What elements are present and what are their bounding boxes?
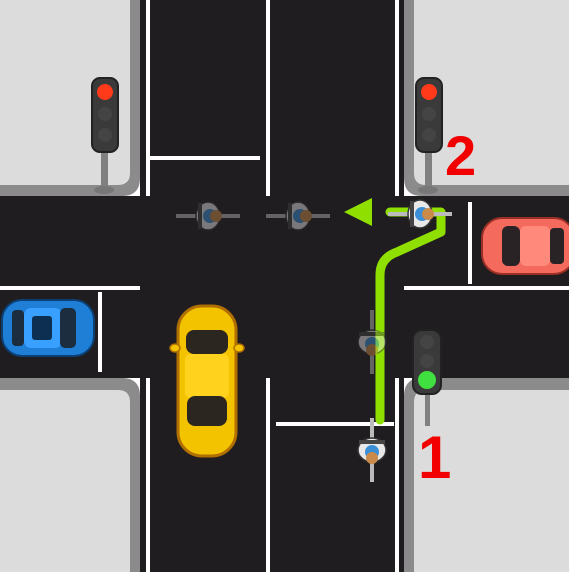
car-rear-window — [550, 228, 564, 264]
blue-car — [1, 299, 95, 357]
position-label-1: 1 — [418, 424, 451, 491]
arrow-head-icon — [344, 198, 372, 226]
traffic-light-pole — [425, 392, 430, 426]
sidewalk-bottom-right — [414, 390, 569, 572]
green-lamp — [422, 128, 436, 142]
path-line — [375, 207, 446, 425]
position-label-2: 2 — [445, 124, 476, 187]
yellow-taxi — [169, 304, 245, 458]
red-car — [481, 217, 569, 275]
red-lamp-lit — [421, 84, 437, 100]
green-lamp-lit — [418, 371, 436, 389]
sidewalk-bottom-left — [0, 390, 130, 572]
traffic-light-lower-right — [412, 329, 442, 426]
car-rear-window — [187, 396, 227, 426]
car-roof — [185, 354, 229, 398]
traffic-light-top-right — [415, 77, 443, 194]
traffic-light-top-left — [91, 77, 119, 194]
car-sunroof — [32, 316, 52, 340]
car-windshield — [502, 226, 520, 266]
red-lamp — [420, 335, 434, 349]
amber-lamp — [422, 107, 436, 121]
car-rear-window — [12, 310, 24, 346]
car-mirror-right — [233, 343, 245, 353]
traffic-light-base — [94, 186, 114, 194]
car-roof — [520, 226, 550, 266]
traffic-light-pole — [425, 148, 432, 190]
traffic-light-base — [418, 186, 438, 194]
red-lamp-lit — [97, 84, 113, 100]
car-windshield — [186, 330, 228, 354]
cyclist-path-arrow — [344, 198, 446, 425]
car-mirror-left — [169, 343, 181, 353]
traffic-light-pole — [101, 148, 108, 190]
amber-lamp — [98, 107, 112, 121]
amber-lamp — [420, 354, 434, 368]
car-windshield — [60, 308, 76, 348]
green-lamp — [98, 128, 112, 142]
